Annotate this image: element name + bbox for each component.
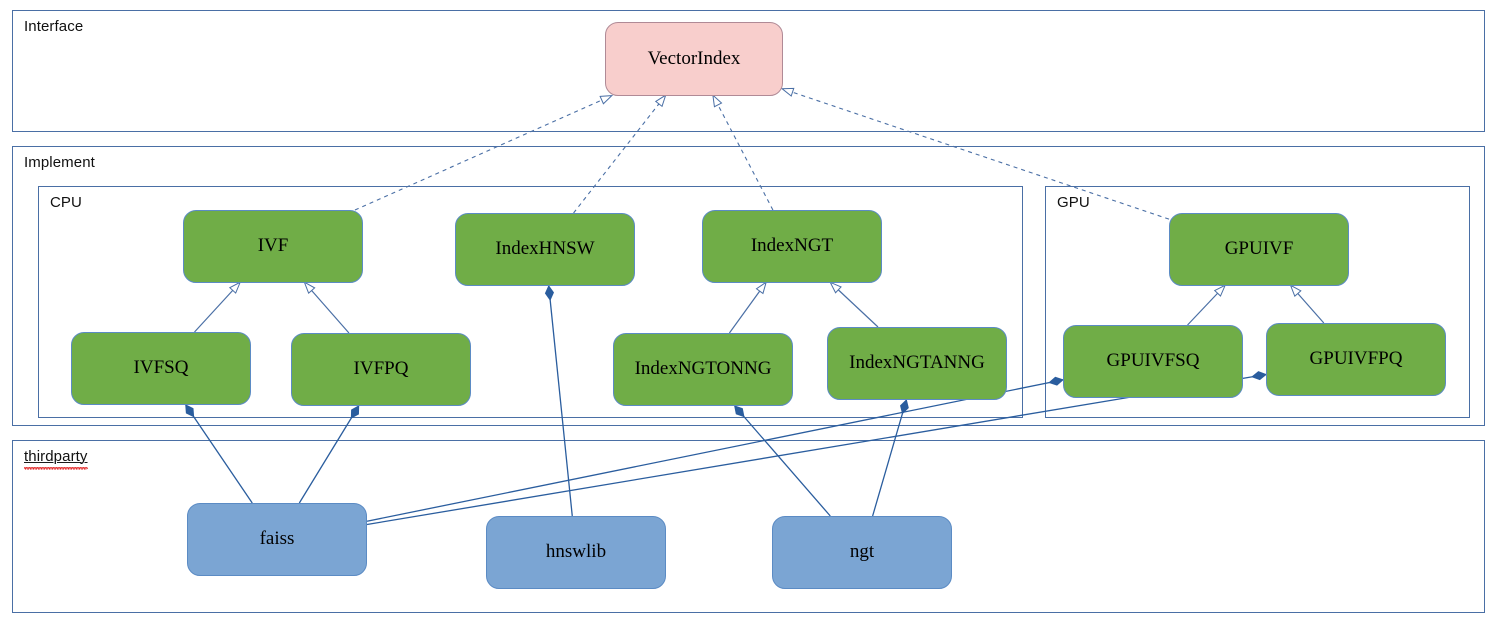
container-label-interface: Interface [24,18,84,35]
class-node-label: IVFPQ [353,358,409,380]
class-node-ngt[interactable]: ngt [772,516,952,589]
class-node-label: ngt [849,541,875,563]
class-node-label: GPUIVF [1224,238,1294,260]
class-node-ivfpq[interactable]: IVFPQ [291,333,471,406]
class-node-ivf[interactable]: IVF [183,210,363,283]
class-node-gpuivfsq[interactable]: GPUIVFSQ [1063,325,1243,398]
container-label-gpu: GPU [1057,194,1090,211]
class-node-faiss[interactable]: faiss [187,503,367,576]
class-node-label: IndexNGT [750,235,834,257]
class-node-hnswlib[interactable]: hnswlib [486,516,666,589]
class-node-label: IndexHNSW [495,238,595,260]
class-node-indexngtanng[interactable]: IndexNGTANNG [827,327,1007,400]
container-label-cpu: CPU [50,194,82,211]
class-node-gpuivf[interactable]: GPUIVF [1169,213,1349,286]
class-node-gpuivfpq[interactable]: GPUIVFPQ [1266,323,1446,396]
class-node-label: faiss [259,528,295,550]
class-node-vectorindex[interactable]: VectorIndex [605,22,783,96]
class-node-label: GPUIVFPQ [1309,348,1403,370]
class-node-label: hnswlib [545,541,607,563]
class-node-ivfsq[interactable]: IVFSQ [71,332,251,405]
spellcheck-squiggle-icon [24,467,88,470]
class-node-label: VectorIndex [647,47,741,69]
class-node-indexhnsw[interactable]: IndexHNSW [455,213,635,286]
class-node-label: IndexNGTONNG [634,358,772,380]
class-node-indexngt[interactable]: IndexNGT [702,210,882,283]
class-node-label: GPUIVFSQ [1106,350,1200,372]
class-node-indexngtonng[interactable]: IndexNGTONNG [613,333,793,406]
class-node-label: IVF [257,235,289,257]
container-label-implement: Implement [24,154,95,171]
class-node-label: IndexNGTANNG [849,352,985,374]
container-label-thirdparty: thirdparty [24,448,88,470]
class-node-label: IVFSQ [133,357,189,379]
